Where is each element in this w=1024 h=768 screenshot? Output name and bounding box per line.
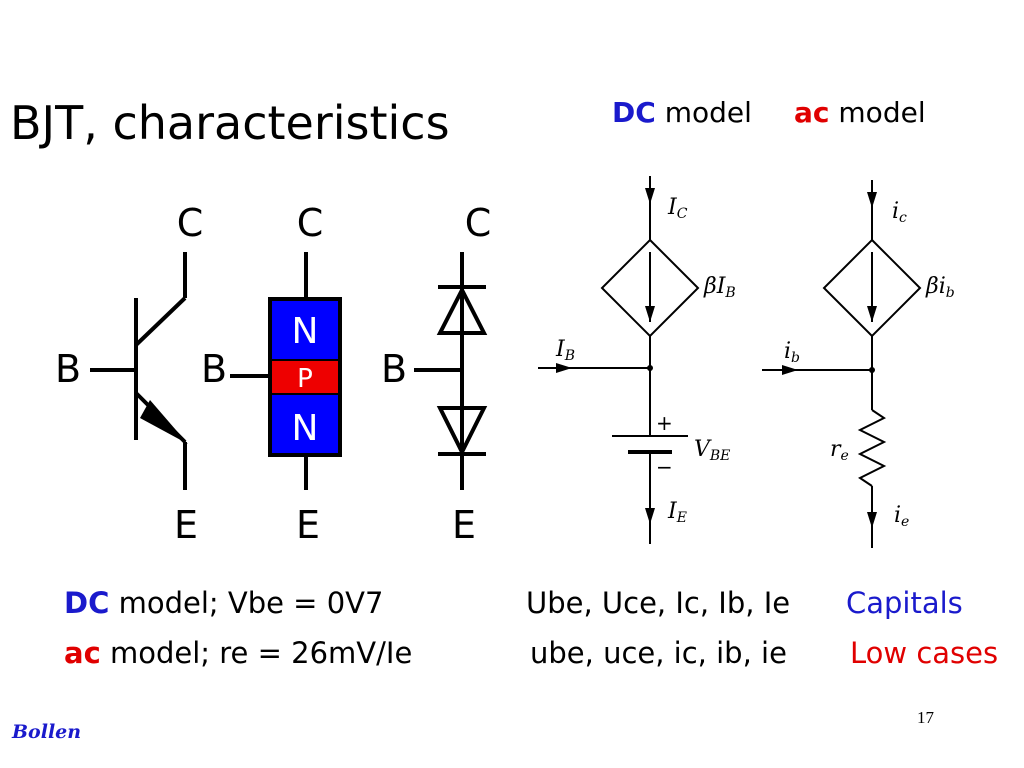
ac-note-keyword: ac bbox=[64, 636, 101, 670]
dc-vbe-label: VBE bbox=[694, 437, 730, 464]
ac-re-label: re bbox=[830, 437, 849, 464]
dc-beta-label: βIB bbox=[703, 274, 736, 301]
ac-re-resistor bbox=[857, 409, 887, 487]
dc-ie-arrow-icon bbox=[645, 508, 655, 524]
ac-source-arrow-icon bbox=[867, 306, 877, 322]
ac-ic-label: ic bbox=[892, 199, 907, 226]
diode-top-triangle bbox=[436, 285, 488, 335]
ac-ib-arrow-icon bbox=[782, 365, 798, 375]
npn-c-label: C bbox=[297, 201, 324, 245]
transistor-collector-line bbox=[134, 296, 187, 347]
dc-note-text: model; Vbe = 0V7 bbox=[118, 586, 384, 620]
dc-model-header: DC model bbox=[612, 96, 752, 129]
dc-plus-label: + bbox=[656, 411, 673, 435]
dc-ic-arrow-icon bbox=[645, 188, 655, 204]
ac-note-text: model; re = 26mV/Ie bbox=[109, 636, 413, 670]
dc-source-arrow-icon bbox=[645, 306, 655, 322]
ac-model-header: ac model bbox=[794, 96, 926, 129]
npn-b-label: B bbox=[201, 347, 227, 391]
diode-c-label: C bbox=[465, 201, 492, 245]
ac-note: ac model; re = 26mV/Ie bbox=[64, 636, 412, 670]
author-signature: Bollen bbox=[12, 721, 82, 743]
dc-ib-arrow-icon bbox=[556, 363, 572, 373]
ac-note-label: Low cases bbox=[850, 636, 999, 670]
npn-n-top-region bbox=[272, 301, 338, 359]
transistor-c-label: C bbox=[177, 201, 204, 245]
ac-ic-arrow-icon bbox=[867, 192, 877, 208]
dc-note-vars: Ube, Uce, Ic, Ib, Ie bbox=[526, 586, 791, 620]
npn-e-label: E bbox=[296, 503, 320, 547]
dc-model-label: model bbox=[664, 96, 752, 129]
ac-note-vars: ube, uce, ic, ib, ie bbox=[530, 636, 787, 670]
npn-n-bottom-region bbox=[272, 395, 338, 453]
npn-p-label: P bbox=[297, 364, 313, 394]
dc-note: DC model; Vbe = 0V7 bbox=[64, 586, 383, 620]
dc-ib-label: IB bbox=[555, 337, 575, 364]
dc-node bbox=[647, 365, 653, 371]
diode-b-label: B bbox=[381, 347, 407, 391]
npn-n-top-label: N bbox=[292, 311, 319, 352]
ac-ie-arrow-icon bbox=[867, 512, 877, 528]
page-title: BJT, characteristics bbox=[10, 96, 450, 150]
dc-minus-label: − bbox=[656, 455, 673, 479]
page-number: 17 bbox=[917, 708, 934, 727]
emitter-arrowhead bbox=[140, 400, 188, 444]
npn-n-bottom-label: N bbox=[292, 408, 319, 449]
transistor-b-label: B bbox=[55, 347, 81, 391]
ac-beta-label: βib bbox=[925, 274, 955, 301]
ac-ie-label: ie bbox=[894, 503, 909, 530]
dc-keyword: DC bbox=[612, 96, 656, 129]
dc-ie-label: IE bbox=[667, 499, 687, 526]
transistor-e-label: E bbox=[174, 503, 198, 547]
dc-ic-label: IC bbox=[667, 195, 688, 222]
dc-note-keyword: DC bbox=[64, 586, 110, 620]
ac-ib-label: ib bbox=[784, 339, 800, 366]
ac-node bbox=[869, 367, 875, 373]
ac-model-label: model bbox=[838, 96, 926, 129]
diode-bottom-triangle bbox=[436, 406, 488, 457]
npn-p-region bbox=[272, 361, 338, 393]
dc-note-label: Capitals bbox=[846, 586, 963, 620]
ac-keyword: ac bbox=[794, 96, 830, 129]
diode-e-label: E bbox=[452, 503, 476, 547]
